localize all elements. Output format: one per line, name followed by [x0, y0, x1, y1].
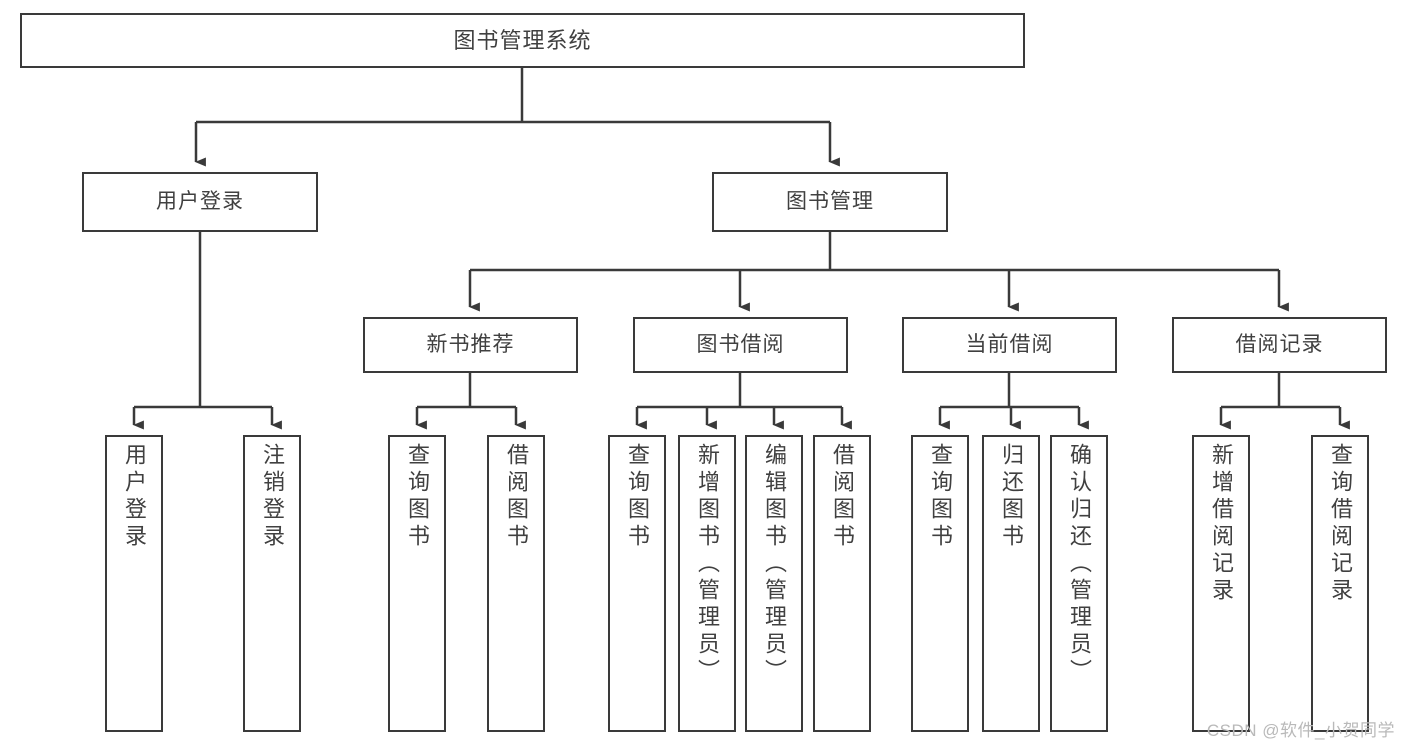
- node-leaf-user-login-label: 用户登录: [122, 443, 147, 551]
- node-leaf-query-record-label: 查询借阅记录: [1328, 443, 1353, 605]
- edges-current-borrow-to-leaves: [938, 373, 1089, 430]
- node-root[interactable]: 图书管理系统: [20, 13, 1025, 68]
- edges-root-to-level2: [194, 68, 840, 167]
- node-leaf-borrow-book-2-label: 借阅图书: [830, 443, 855, 551]
- node-leaf-add-book-label: 新增图书（管理员）: [695, 443, 720, 686]
- node-leaf-return-book[interactable]: 归还图书: [982, 435, 1040, 732]
- edges-user-login-to-leaves: [132, 232, 282, 430]
- node-leaf-add-record-label: 新增借阅记录: [1209, 443, 1234, 605]
- node-new-book-recommend[interactable]: 新书推荐: [363, 317, 578, 373]
- node-borrow-record[interactable]: 借阅记录: [1172, 317, 1387, 373]
- node-borrow-record-label: 借阅记录: [1235, 332, 1324, 356]
- node-leaf-edit-book-label: 编辑图书（管理员）: [762, 443, 787, 686]
- node-leaf-confirm-return[interactable]: 确认归还（管理员）: [1050, 435, 1108, 732]
- node-book-borrow[interactable]: 图书借阅: [633, 317, 848, 373]
- node-leaf-logout-login[interactable]: 注销登录: [243, 435, 301, 732]
- node-leaf-edit-book[interactable]: 编辑图书（管理员）: [745, 435, 803, 732]
- watermark-text: CSDN @软件_小贺同学: [1206, 721, 1395, 740]
- node-leaf-add-record[interactable]: 新增借阅记录: [1192, 435, 1250, 732]
- node-leaf-borrow-book-1-label: 借阅图书: [504, 443, 529, 551]
- edges-new-book-recommend-to-leaves: [415, 373, 526, 430]
- node-user-login-label: 用户登录: [156, 189, 244, 213]
- node-book-borrow-label: 图书借阅: [696, 332, 785, 356]
- edges-book-manage-to-level3: [468, 232, 1289, 312]
- node-leaf-query-record[interactable]: 查询借阅记录: [1311, 435, 1369, 732]
- node-book-manage-label: 图书管理: [786, 189, 874, 213]
- node-current-borrow-label: 当前借阅: [965, 332, 1054, 356]
- node-leaf-return-book-label: 归还图书: [999, 443, 1024, 551]
- node-leaf-user-login[interactable]: 用户登录: [105, 435, 163, 732]
- node-leaf-query-book-1-label: 查询图书: [405, 443, 430, 551]
- node-current-borrow[interactable]: 当前借阅: [902, 317, 1117, 373]
- edges-book-borrow-to-leaves: [635, 373, 852, 430]
- node-leaf-query-book-3-label: 查询图书: [928, 443, 953, 551]
- node-leaf-query-book-3[interactable]: 查询图书: [911, 435, 969, 732]
- node-leaf-borrow-book-2[interactable]: 借阅图书: [813, 435, 871, 732]
- node-leaf-query-book-2[interactable]: 查询图书: [608, 435, 666, 732]
- node-leaf-borrow-book-1[interactable]: 借阅图书: [487, 435, 545, 732]
- node-book-manage[interactable]: 图书管理: [712, 172, 948, 232]
- node-leaf-logout-login-label: 注销登录: [260, 443, 285, 551]
- node-root-label: 图书管理系统: [453, 27, 592, 53]
- node-leaf-query-book-1[interactable]: 查询图书: [388, 435, 446, 732]
- node-leaf-query-book-2-label: 查询图书: [625, 443, 650, 551]
- node-leaf-confirm-return-label: 确认归还（管理员）: [1067, 443, 1092, 686]
- edges-borrow-record-to-leaves: [1219, 373, 1350, 430]
- node-leaf-add-book[interactable]: 新增图书（管理员）: [678, 435, 736, 732]
- node-new-book-recommend-label: 新书推荐: [426, 332, 515, 356]
- node-user-login[interactable]: 用户登录: [82, 172, 318, 232]
